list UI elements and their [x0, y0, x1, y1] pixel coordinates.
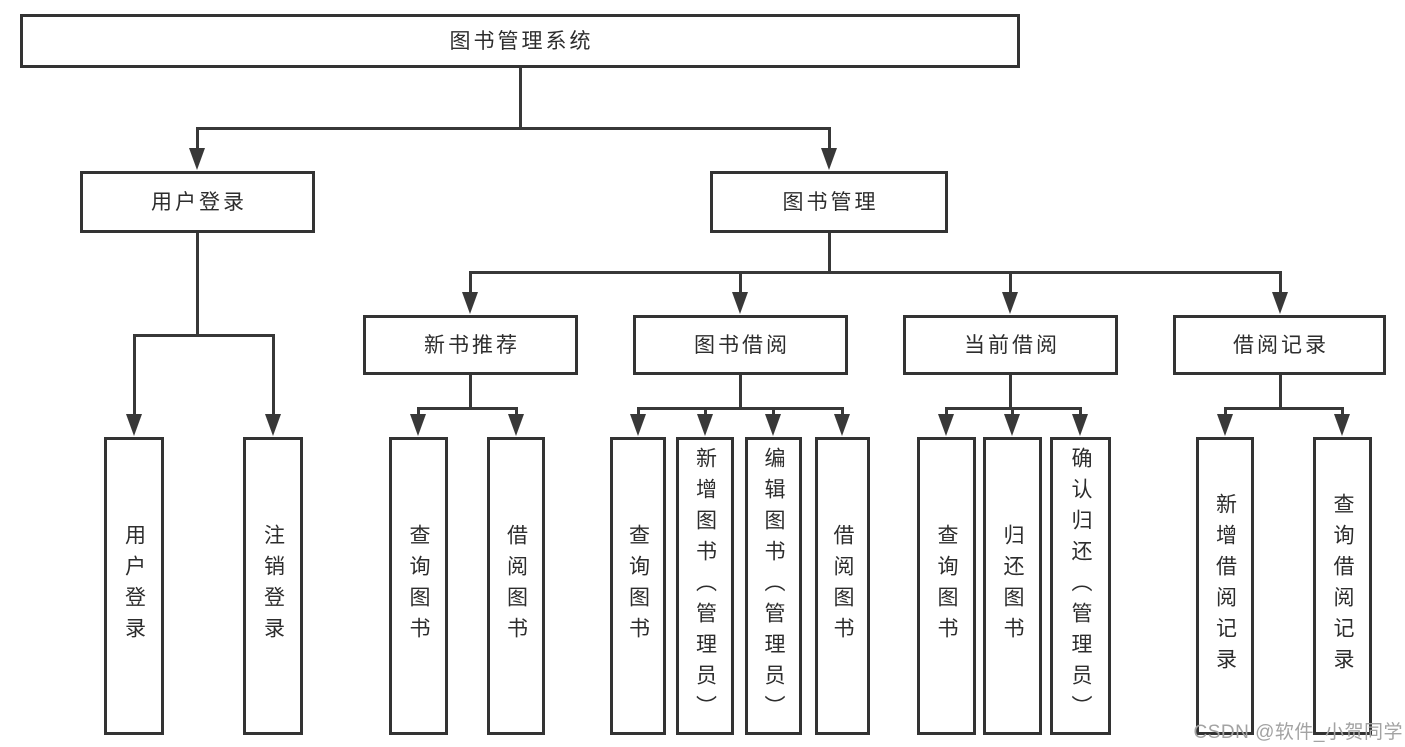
node-label-book-mgmt: 图书管理 [782, 190, 879, 214]
node-label-leaf-borrow-book-1: 借阅图书 [504, 524, 528, 648]
connector-bar [196, 127, 830, 130]
arrow-down-icon [126, 414, 142, 436]
node-leaf-edit-book: 编辑图书（管理员） [745, 437, 802, 735]
node-leaf-borrow-book-1: 借阅图书 [487, 437, 545, 735]
connector-stem [827, 233, 831, 274]
connector-drop [1340, 407, 1344, 420]
node-label-leaf-edit-book: 编辑图书（管理员） [762, 446, 785, 726]
arrow-down-icon [1334, 414, 1350, 436]
node-user-login: 用户登录 [80, 171, 315, 233]
node-leaf-query-record: 查询借阅记录 [1313, 437, 1372, 735]
node-label-leaf-query-record: 查询借阅记录 [1331, 493, 1354, 679]
node-label-leaf-confirm-return: 确认归还（管理员） [1069, 446, 1092, 726]
node-new-book-rec: 新书推荐 [363, 315, 578, 375]
connector-drop [827, 127, 831, 154]
connector-drop [1010, 407, 1014, 420]
node-label-leaf-borrow-book-2: 借阅图书 [831, 524, 854, 648]
node-label-new-book-rec: 新书推荐 [424, 333, 520, 357]
node-label-leaf-add-book: 新增图书（管理员） [693, 446, 717, 726]
connector-stem [738, 375, 742, 410]
connector-drop [771, 407, 775, 420]
arrow-down-icon [508, 414, 524, 436]
connector-bar [417, 407, 517, 410]
connector-drop [1223, 407, 1227, 420]
node-current-borrow: 当前借阅 [903, 315, 1118, 375]
connector-drop [1278, 271, 1282, 298]
watermark: CSDN @软件_小贺同学 [1193, 722, 1403, 743]
connector-drop [195, 127, 199, 154]
arrow-down-icon [462, 292, 478, 314]
connector-bar [637, 407, 843, 410]
arrow-down-icon [834, 414, 850, 436]
connector-drop [1078, 407, 1082, 420]
arrow-down-icon [697, 414, 713, 436]
connector-drop [271, 334, 275, 420]
connector-stem [1008, 375, 1012, 410]
connector-drop [703, 407, 707, 420]
node-label-current-borrow: 当前借阅 [964, 333, 1060, 357]
node-book-mgmt: 图书管理 [710, 171, 948, 233]
node-leaf-query-book-1: 查询图书 [389, 437, 448, 735]
node-label-leaf-query-book-2: 查询图书 [626, 524, 650, 648]
node-borrow-record: 借阅记录 [1173, 315, 1386, 375]
node-label-leaf-query-book-3: 查询图书 [935, 524, 958, 648]
arrow-down-icon [765, 414, 781, 436]
arrow-down-icon [821, 148, 837, 170]
connector-stem [518, 68, 522, 130]
arrow-down-icon [189, 148, 205, 170]
connector-stem [195, 233, 199, 337]
node-leaf-return-book: 归还图书 [983, 437, 1042, 735]
connector-drop [944, 407, 948, 420]
connector-bar [1224, 407, 1343, 410]
connector-drop [416, 407, 420, 420]
connector-drop [132, 334, 136, 420]
connector-drop [840, 407, 844, 420]
arrow-down-icon [1004, 414, 1020, 436]
node-label-borrow-record: 借阅记录 [1233, 333, 1329, 357]
connector-drop [738, 271, 742, 298]
connector-drop [636, 407, 640, 420]
arrow-down-icon [938, 414, 954, 436]
arrow-down-icon [732, 292, 748, 314]
arrow-down-icon [1217, 414, 1233, 436]
connector-drop [514, 407, 518, 420]
node-label-leaf-query-book-1: 查询图书 [407, 524, 430, 648]
arrow-down-icon [630, 414, 646, 436]
connector-drop [1008, 271, 1012, 298]
node-label-book-borrow: 图书借阅 [694, 333, 790, 357]
node-label-leaf-logout: 注销登录 [261, 524, 285, 648]
node-label-leaf-return-book: 归还图书 [1001, 524, 1024, 648]
arrow-down-icon [1002, 292, 1018, 314]
arrow-down-icon [410, 414, 426, 436]
connector-bar [469, 271, 1281, 274]
node-leaf-query-book-3: 查询图书 [917, 437, 976, 735]
connector-bar [133, 334, 274, 337]
node-label-user-login: 用户登录 [151, 190, 247, 214]
node-leaf-logout: 注销登录 [243, 437, 303, 735]
arrow-down-icon [1072, 414, 1088, 436]
node-label-leaf-add-record: 新增借阅记录 [1213, 493, 1237, 679]
node-book-borrow: 图书借阅 [633, 315, 848, 375]
node-leaf-confirm-return: 确认归还（管理员） [1050, 437, 1111, 735]
connector-stem [1278, 375, 1282, 410]
connector-stem [468, 375, 472, 410]
arrow-down-icon [1272, 292, 1288, 314]
node-leaf-add-record: 新增借阅记录 [1196, 437, 1254, 735]
connector-drop [468, 271, 472, 298]
node-label-root: 图书管理系统 [449, 29, 594, 53]
arrow-down-icon [265, 414, 281, 436]
node-label-leaf-user-login: 用户登录 [122, 524, 146, 648]
node-leaf-query-book-2: 查询图书 [610, 437, 666, 735]
node-root: 图书管理系统 [20, 14, 1020, 68]
node-leaf-add-book: 新增图书（管理员） [676, 437, 734, 735]
node-leaf-user-login: 用户登录 [104, 437, 164, 735]
node-leaf-borrow-book-2: 借阅图书 [815, 437, 870, 735]
